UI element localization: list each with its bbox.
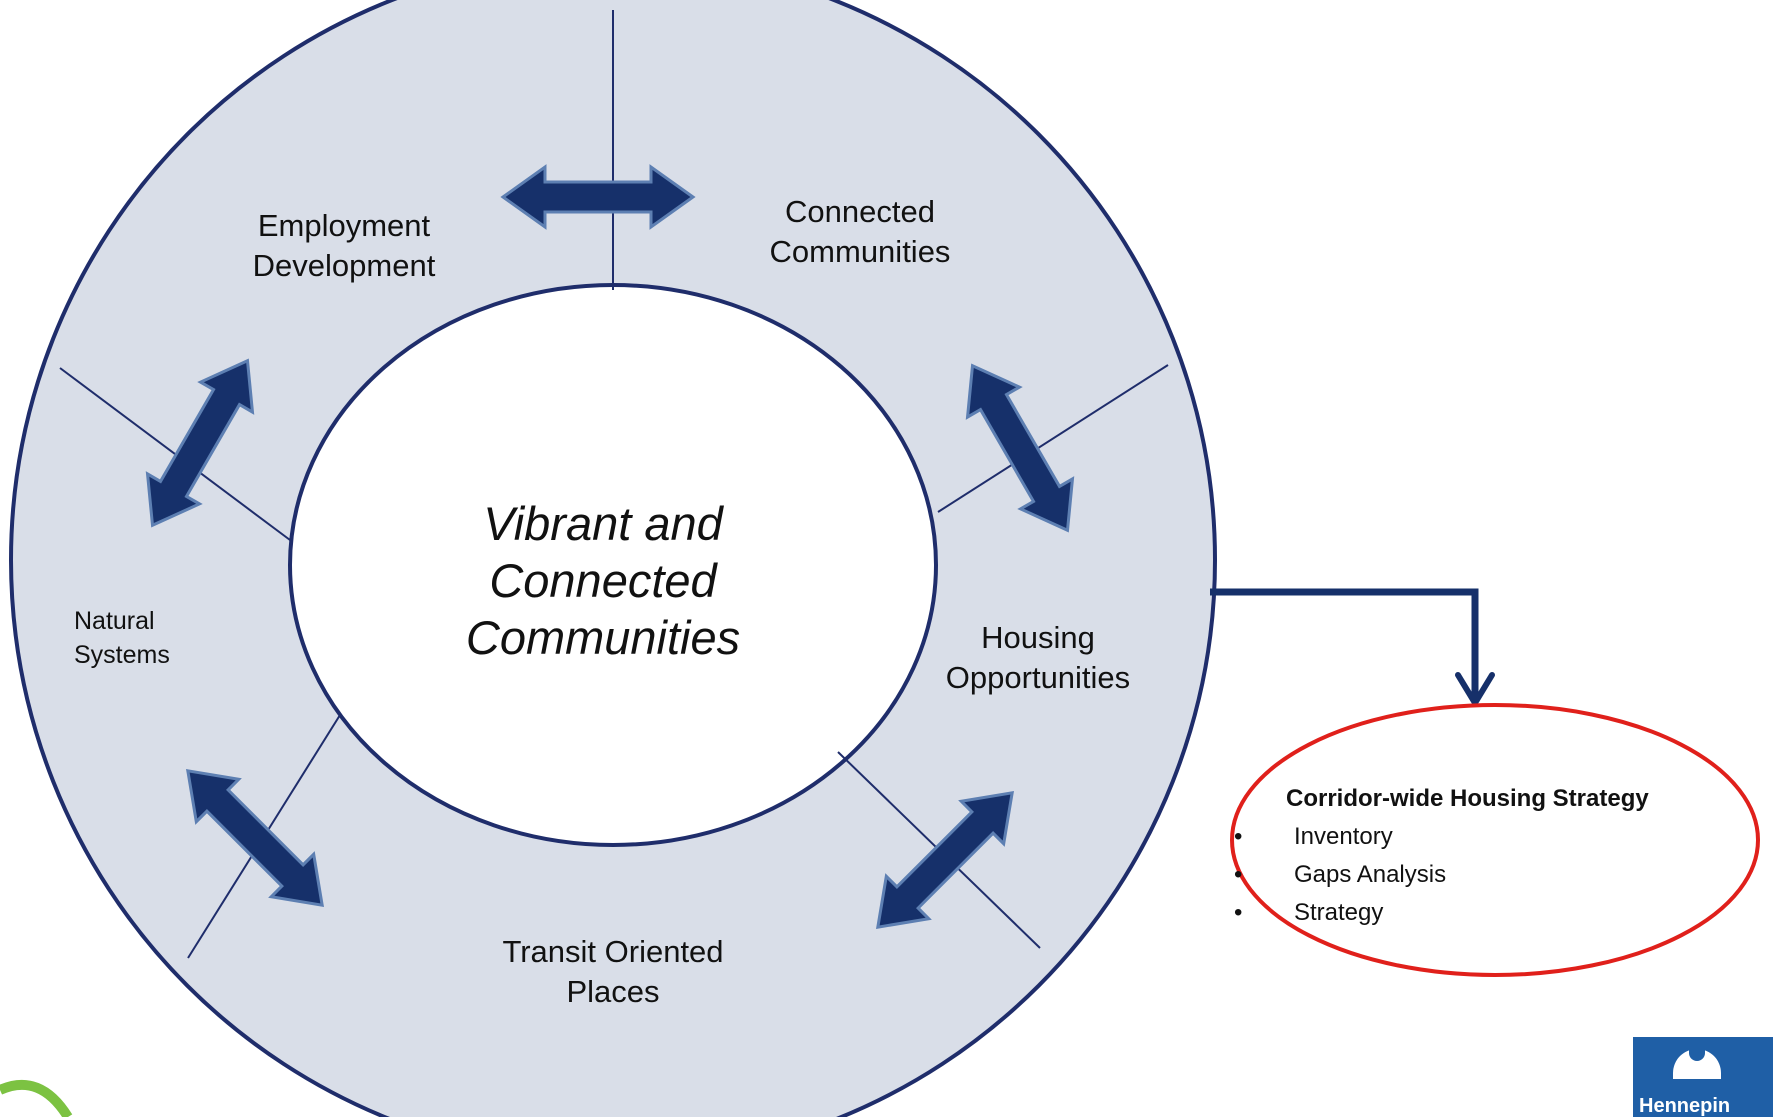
list-item: Gaps Analysis [1222, 856, 1722, 894]
segment-label-transit-oriented-places: Transit Oriented Places [502, 934, 724, 1009]
logo-text: Hennepin [1639, 1095, 1731, 1117]
segment-label-employment-development: Employment Development [252, 208, 436, 283]
segment-label-natural-systems: Natural Systems [74, 607, 170, 669]
strategy-title: Corridor-wide Housing Strategy [1286, 785, 1649, 812]
callout-connector-line [1210, 588, 1479, 698]
green-logo-arc-icon [0, 1079, 73, 1117]
segment-label-connected-communities: Connected Communities [769, 194, 951, 269]
callout-connector-arrow-icon [1455, 672, 1495, 709]
strategy-list: Inventory Gaps Analysis Strategy [1222, 818, 1722, 932]
hennepin-logo-icon: Hennepin [1633, 1037, 1773, 1117]
center-label: Vibrant and Connected Communities [465, 497, 741, 664]
segment-label-housing-opportunities: Housing Opportunities [945, 620, 1131, 695]
strategy-callout: Corridor-wide Housing Strategy Inventory… [1222, 780, 1722, 932]
list-item: Strategy [1222, 894, 1722, 932]
divider-line-upper-right [937, 364, 1169, 513]
list-item: Inventory [1222, 818, 1722, 856]
